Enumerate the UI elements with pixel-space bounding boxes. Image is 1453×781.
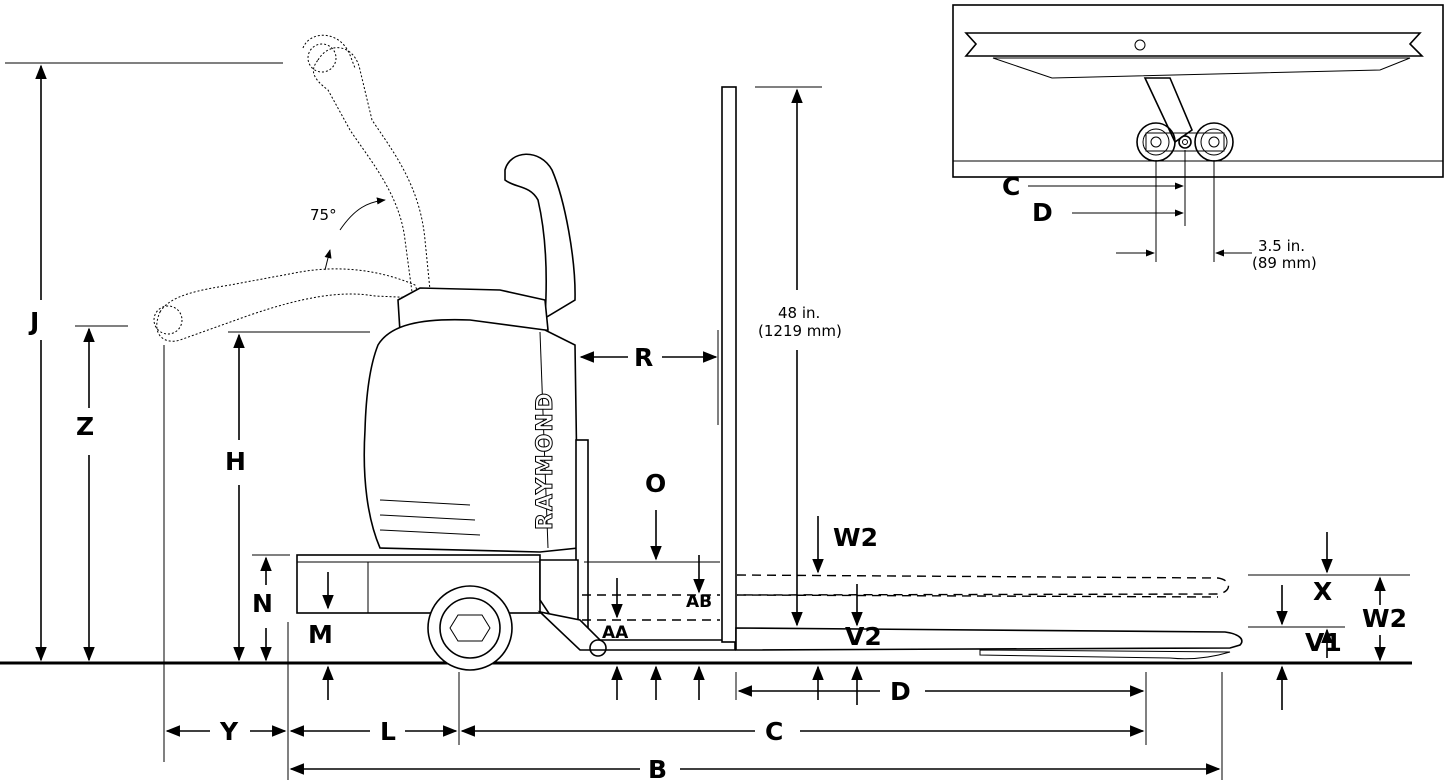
label-l: L	[380, 717, 396, 746]
pallet-truck-body: RAYMOND	[296, 153, 736, 671]
label-y: Y	[219, 717, 239, 746]
label-o: O	[645, 469, 666, 498]
inset-label-c: C	[1002, 172, 1020, 201]
caster-dimension-in: 3.5 in.	[1258, 237, 1305, 255]
label-v1: V1	[1305, 628, 1342, 657]
label-aa: AA	[602, 623, 629, 643]
label-j: J	[28, 307, 39, 336]
tiller-handle-ghost	[153, 34, 431, 342]
label-n: N	[252, 589, 273, 618]
label-w2: W2	[833, 523, 878, 552]
load-backrest	[721, 86, 737, 643]
label-m: M	[308, 620, 333, 649]
label-c: C	[765, 717, 783, 746]
label-h: H	[225, 447, 246, 476]
angle-label: 75°	[310, 206, 337, 224]
load-height-mm: (1219 mm)	[758, 322, 842, 340]
label-r: R	[634, 343, 653, 372]
label-ab: AB	[686, 592, 712, 612]
brand-logo: RAYMOND	[533, 391, 558, 530]
label-x: X	[1313, 577, 1332, 606]
label-w2-right: W2	[1362, 604, 1407, 633]
label-b: B	[648, 755, 667, 781]
label-v2: V2	[845, 622, 882, 651]
label-d: D	[890, 677, 911, 706]
label-z: Z	[76, 412, 94, 441]
caster-detail-inset: C D 3.5 in. (89 mm)	[952, 4, 1444, 272]
caster-dimension-mm: (89 mm)	[1252, 254, 1317, 272]
load-height-in: 48 in.	[778, 304, 820, 322]
forks	[582, 574, 1243, 660]
inset-label-d: D	[1032, 198, 1053, 227]
